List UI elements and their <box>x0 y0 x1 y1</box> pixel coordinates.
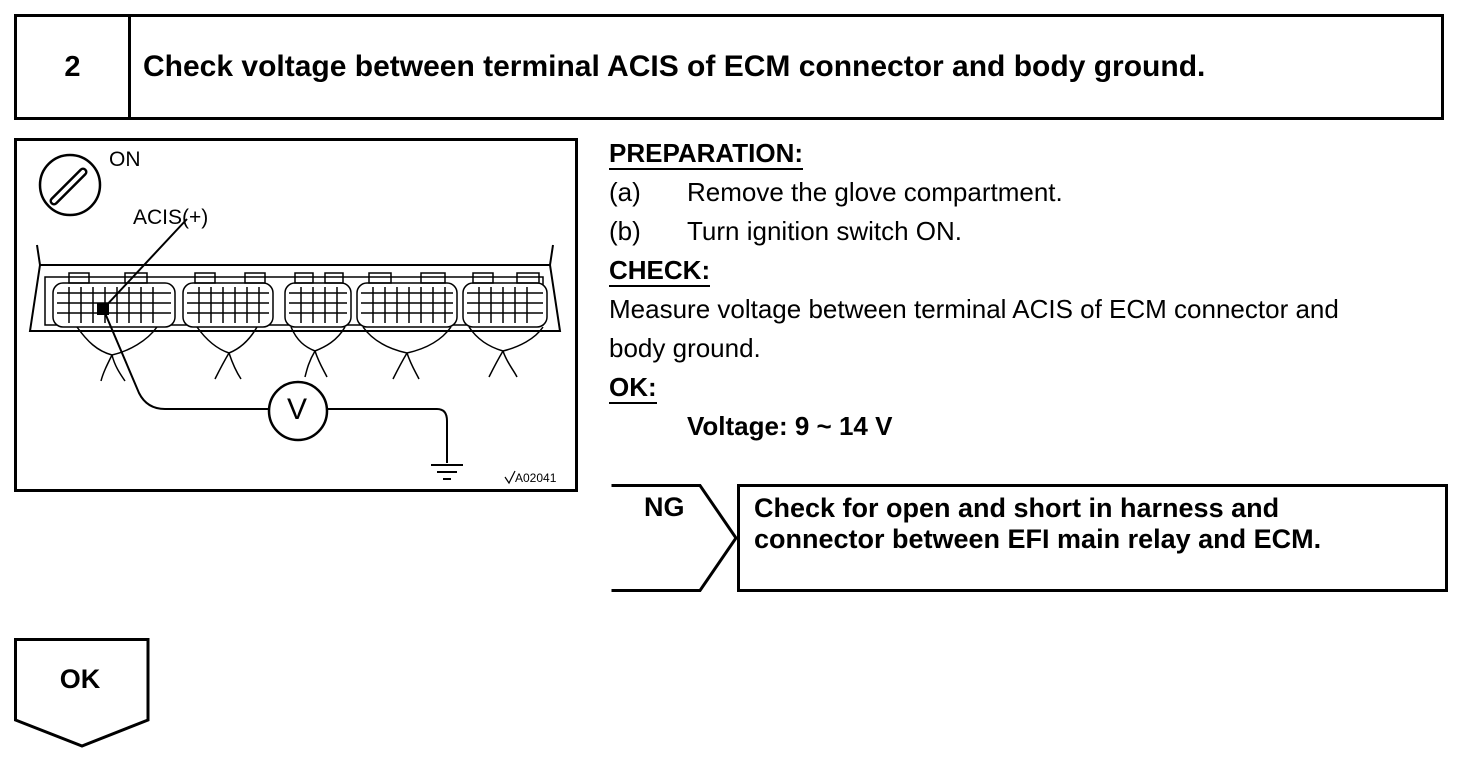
preparation-heading: PREPARATION: <box>609 138 804 170</box>
ng-action-box: Check for open and short in harness and … <box>737 484 1448 592</box>
check-text-line-2: body ground. <box>609 333 761 363</box>
instructions: PREPARATION: (a) Remove the glove compart… <box>609 134 1459 446</box>
check-text-line-1: Measure voltage between terminal ACIS of… <box>609 294 1339 324</box>
ok-spec-value: Voltage: 9 ~ 14 V <box>687 411 893 441</box>
ng-action-line-2: connector between EFI main relay and ECM… <box>754 524 1322 554</box>
ok-arrow-icon <box>14 638 150 748</box>
ng-arrow-icon <box>611 484 738 592</box>
item-label: (a) <box>609 177 641 207</box>
acis-terminal-label: ACIS(+) <box>133 206 209 229</box>
ng-label: NG <box>644 492 685 522</box>
ignition-key-icon <box>38 153 102 217</box>
ng-action-line-1: Check for open and short in harness and <box>754 493 1280 523</box>
check-heading: CHECK: <box>609 255 711 287</box>
wiring-diagram: ON ACIS(+) V A02041 <box>14 138 578 492</box>
item-text: Turn ignition switch ON. <box>687 216 963 246</box>
ignition-on-label: ON <box>109 148 141 171</box>
ground-symbol-icon <box>431 464 463 480</box>
step-number: 2 <box>17 17 131 117</box>
preparation-item: (b) Turn ignition switch ON. <box>609 212 1459 251</box>
preparation-item: (a) Remove the glove compartment. <box>609 173 1459 212</box>
voltmeter-icon <box>267 380 329 442</box>
diagram-drawing <box>28 153 562 485</box>
ok-spec-heading: OK: <box>609 372 657 404</box>
ng-branch-tag: NG <box>610 484 738 592</box>
step-header: 2 Check voltage between terminal ACIS of… <box>14 14 1444 120</box>
ok-branch-tag: OK <box>14 638 154 750</box>
item-text: Remove the glove compartment. <box>687 177 1063 207</box>
step-title: Check voltage between terminal ACIS of E… <box>143 50 1206 83</box>
ecm-connector-icon <box>28 244 562 382</box>
ok-label: OK <box>59 664 101 694</box>
item-label: (b) <box>609 216 641 246</box>
voltmeter-label: V <box>287 393 308 426</box>
figure-code: A02041 <box>515 471 557 485</box>
